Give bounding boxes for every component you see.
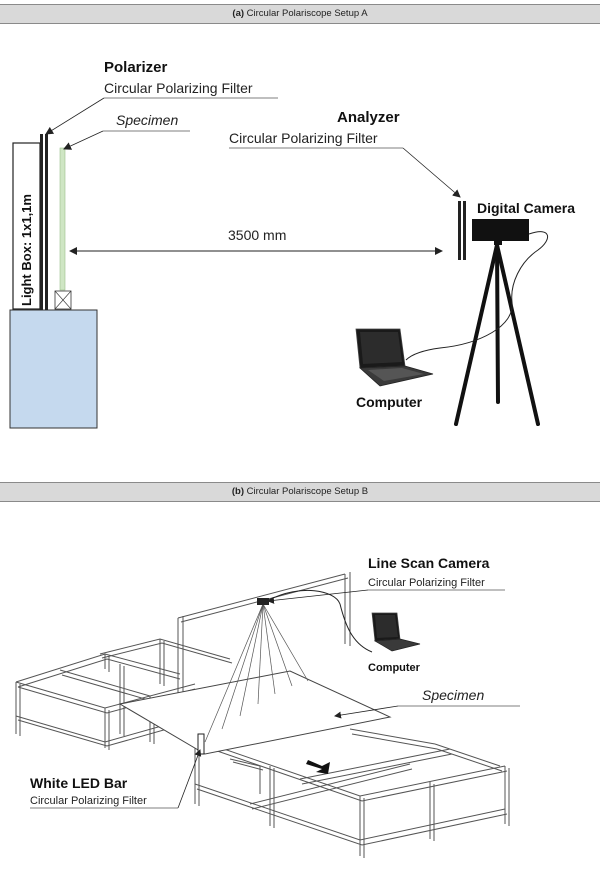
led-arrow — [177, 749, 202, 809]
light-box-label: Light Box: 1x1,1m — [19, 194, 34, 306]
laptop-computer-b — [371, 612, 421, 652]
computer-label-b: Computer — [368, 662, 421, 674]
led-title: White LED Bar — [30, 775, 128, 791]
analyzer-title: Analyzer — [337, 109, 400, 126]
polarizer-plate — [40, 134, 43, 310]
polarizer-arrow — [45, 97, 105, 135]
specimen-arrow — [63, 130, 104, 150]
camera-label: Digital Camera — [477, 200, 575, 216]
analyzer-subtitle: Circular Polarizing Filter — [229, 130, 378, 146]
computer-label-a: Computer — [356, 394, 423, 410]
panel-b-header-title: Circular Polariscope Setup B — [246, 486, 369, 497]
polarizer-plate-2 — [45, 134, 48, 310]
line-scan-title: Line Scan Camera — [368, 555, 490, 571]
panel-a-header-prefix: (a) — [232, 8, 245, 19]
panel-b-header-prefix: (b) — [231, 486, 245, 497]
line-scan-arrow — [267, 589, 369, 604]
laptop-computer — [355, 328, 434, 387]
line-scan-cable — [268, 589, 373, 653]
polarizer-title: Polarizer — [104, 59, 168, 76]
camera-cable — [405, 231, 548, 361]
polarizer-subtitle: Circular Polarizing Filter — [104, 80, 253, 96]
digital-camera — [472, 219, 529, 241]
panel-a-header: (a) Circular Polariscope Setup A — [0, 4, 600, 24]
analyzer-arrow — [402, 147, 461, 198]
tripod — [454, 243, 540, 426]
distance-label: 3500 mm — [228, 227, 286, 243]
panel-a-diagram: Light Box: 1x1,1m Polarizer Circular Pol… — [9, 59, 575, 429]
specimen-sheet — [118, 670, 392, 755]
light-box-base — [9, 309, 98, 429]
camera-mount — [494, 241, 502, 245]
specimen-plate — [59, 147, 66, 291]
specimen-label-b: Specimen — [422, 687, 484, 703]
analyzer-plate-2 — [463, 201, 466, 260]
led-bar — [197, 733, 205, 755]
direction-arrow — [306, 760, 330, 774]
camera-rays — [204, 603, 309, 743]
line-scan-camera — [257, 598, 269, 605]
led-subtitle: Circular Polarizing Filter — [30, 795, 147, 807]
analyzer-plate — [458, 201, 461, 260]
line-scan-subtitle: Circular Polarizing Filter — [368, 577, 485, 589]
panel-b-diagram: Computer Line Scan Camera Circular Polar… — [15, 555, 520, 858]
specimen-label: Specimen — [116, 112, 178, 128]
panel-b-header: (b) Circular Polariscope Setup B — [0, 482, 600, 502]
panel-a-header-title: Circular Polariscope Setup A — [246, 8, 368, 19]
light-box-panel — [12, 142, 41, 310]
specimen-arrow-b — [334, 705, 399, 719]
